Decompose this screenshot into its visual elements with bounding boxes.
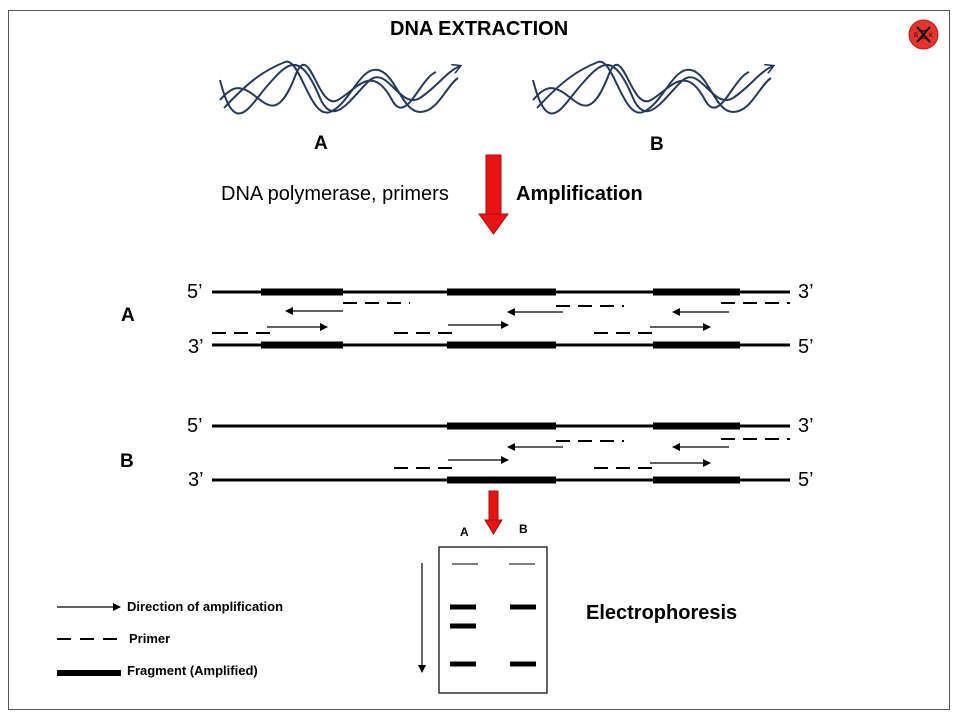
row-a-bottom-left-end: 3’ — [188, 336, 204, 358]
reagents-label: DNA polymerase, primers — [221, 183, 449, 205]
logo-letter-k: K — [929, 33, 933, 39]
gel-lane-b-label: B — [519, 522, 528, 536]
legend-fragment-label: Fragment (Amplified) — [127, 663, 258, 678]
gel-lane-a-label: A — [460, 525, 469, 539]
row-a-bottom-right-end: 5’ — [798, 336, 814, 358]
page-title: DNA EXTRACTION — [390, 18, 569, 40]
biology-badge-icon: B K — [908, 19, 939, 50]
row-b-top-right-end: 3’ — [798, 415, 814, 437]
electrophoresis-label: Electrophoresis — [586, 602, 738, 624]
dna-helix-b — [532, 60, 773, 115]
strand-row-a — [212, 288, 790, 349]
legend-primer-label: Primer — [129, 631, 171, 646]
amplification-arrow-icon — [478, 154, 509, 235]
dna-helix-a — [219, 60, 460, 115]
sample-a-label: A — [314, 133, 328, 154]
row-a-top-left-end: 5’ — [187, 281, 203, 303]
row-b-bottom-left-end: 3’ — [188, 469, 204, 491]
strand-row-b — [212, 422, 790, 484]
row-b-label: B — [120, 451, 134, 472]
sample-b-label: B — [650, 134, 664, 155]
slide-frame — [8, 10, 950, 710]
amplification-label: Amplification — [516, 183, 643, 205]
logo-letter-b: B — [914, 33, 918, 39]
row-b-top-left-end: 5’ — [187, 415, 203, 437]
electrophoresis-arrow-icon — [484, 490, 503, 535]
row-a-top-right-end: 3’ — [798, 281, 814, 303]
legend-direction-label: Direction of amplification — [127, 599, 284, 614]
row-b-bottom-right-end: 5’ — [798, 469, 814, 491]
gel-box — [438, 546, 548, 694]
legend — [57, 603, 121, 676]
row-a-label: A — [121, 305, 135, 326]
